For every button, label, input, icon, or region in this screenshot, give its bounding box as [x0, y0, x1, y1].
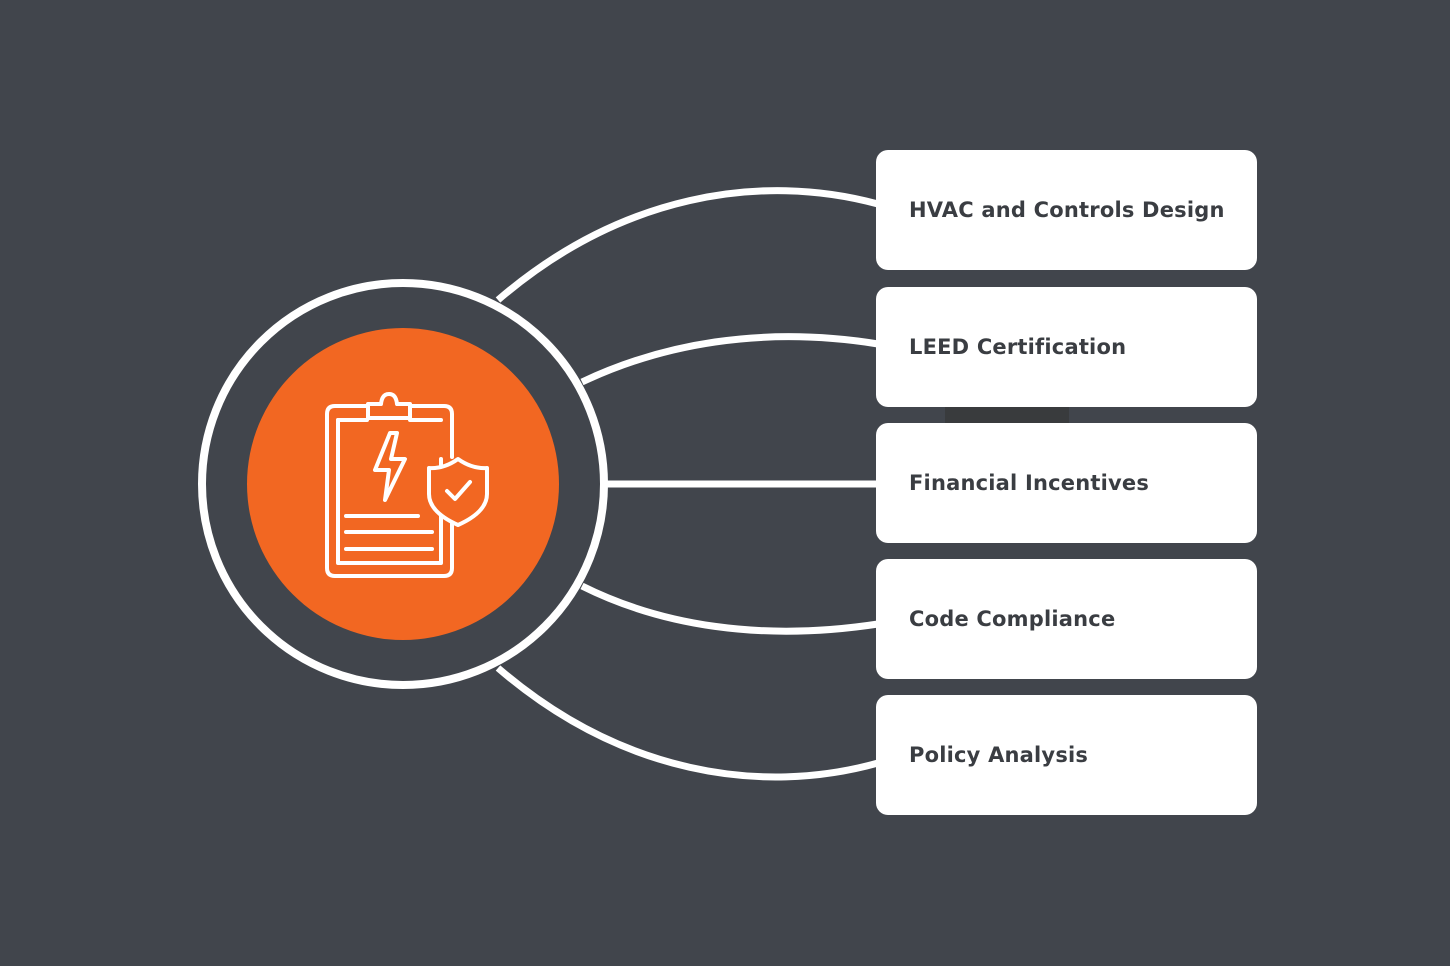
- connector-line: [495, 187, 879, 303]
- item-card-policy-analysis: Policy Analysis: [876, 695, 1257, 815]
- connector-line: [495, 665, 879, 781]
- item-card-code-compliance: Code Compliance: [876, 559, 1257, 679]
- item-label: HVAC and Controls Design: [909, 198, 1225, 222]
- item-card-hvac: HVAC and Controls Design: [876, 150, 1257, 270]
- item-label: Financial Incentives: [909, 471, 1150, 495]
- item-label: LEED Certification: [909, 335, 1127, 359]
- item-card-financial-incentives: Financial Incentives: [876, 423, 1257, 543]
- decorative-shadow: [945, 407, 1069, 423]
- connector-line: [580, 333, 879, 386]
- hub-inner-circle: [247, 328, 559, 640]
- item-card-leed: LEED Certification: [876, 287, 1257, 407]
- clipboard-lightning-shield-icon: [325, 392, 489, 578]
- item-label: Policy Analysis: [909, 743, 1089, 767]
- connector-line: [580, 582, 879, 635]
- item-label: Code Compliance: [909, 607, 1116, 631]
